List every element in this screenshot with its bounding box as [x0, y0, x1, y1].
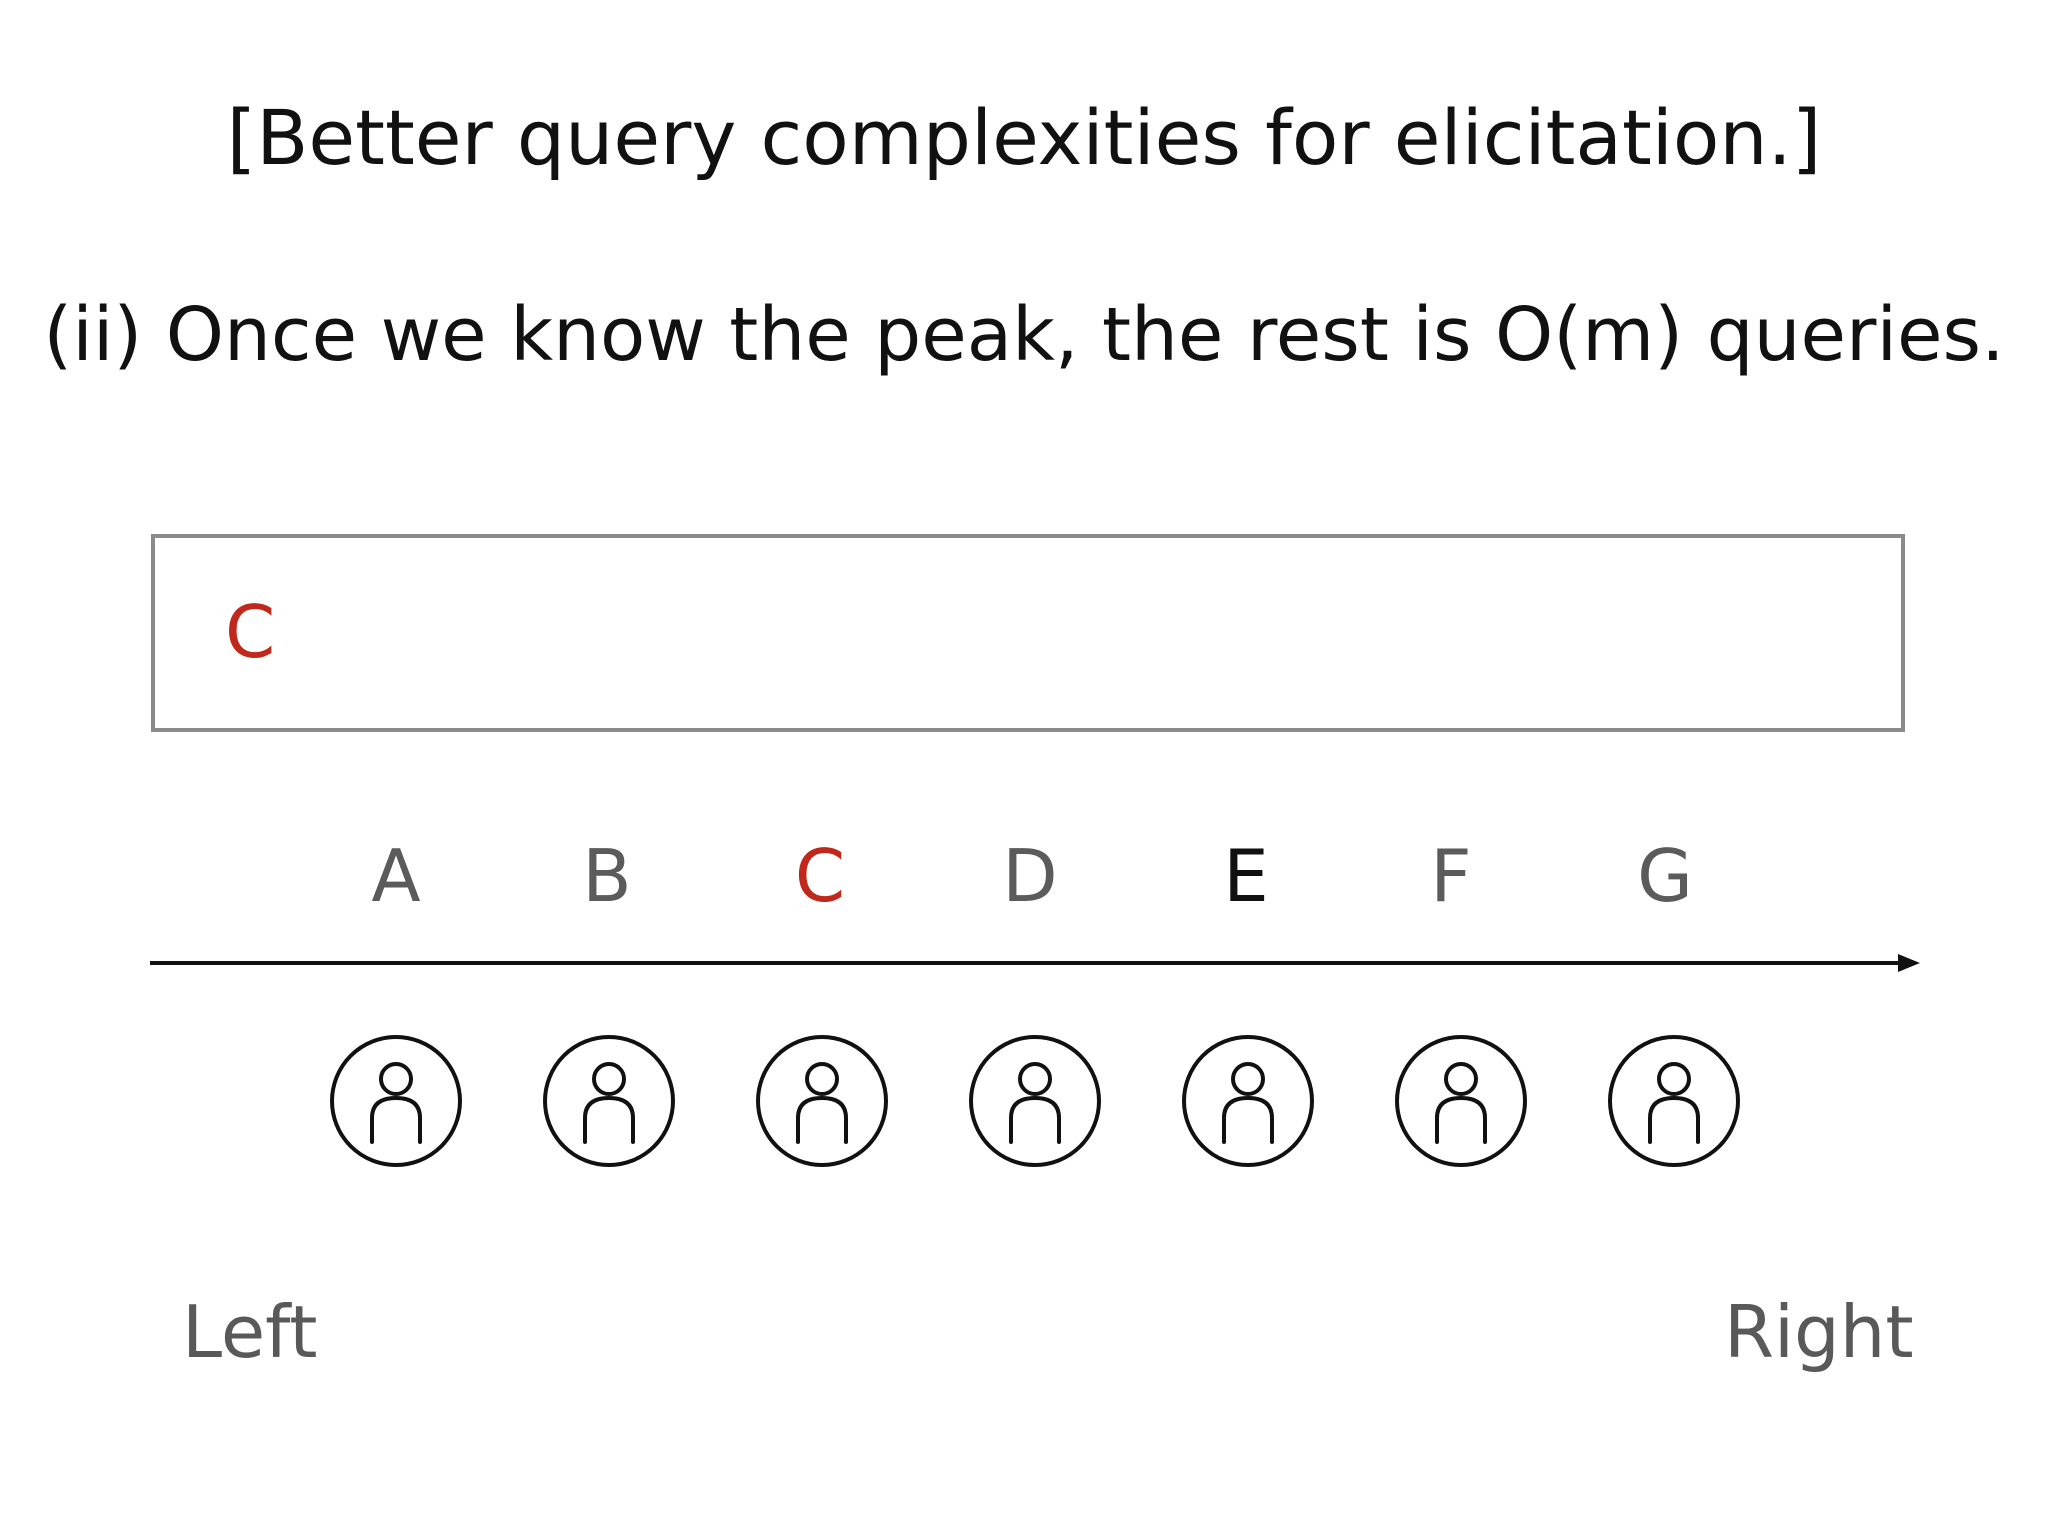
slide-title: [Better query complexities for elicitati…: [226, 93, 1822, 182]
axis-left-label: Left: [182, 1290, 318, 1374]
candidate-label-c: C: [794, 834, 846, 918]
axis-right-label: Right: [1724, 1290, 1914, 1374]
voter-person-icon: [1182, 1035, 1314, 1167]
candidate-label-g: G: [1637, 834, 1693, 918]
voter-person-icon: [1608, 1035, 1740, 1167]
candidate-label-f: F: [1430, 834, 1472, 918]
voter-person-icon: [756, 1035, 888, 1167]
candidate-label-b: B: [582, 834, 632, 918]
slide-subtitle: (ii) Once we know the peak, the rest is …: [43, 292, 2005, 378]
candidate-label-d: D: [1002, 834, 1058, 918]
voter-person-icon: [543, 1035, 675, 1167]
voter-person-icon: [1395, 1035, 1527, 1167]
candidate-label-a: A: [371, 834, 421, 918]
ranking-item-peak: C: [225, 590, 276, 674]
candidate-label-e: E: [1223, 834, 1269, 918]
voter-person-icon: [969, 1035, 1101, 1167]
voter-person-icon: [330, 1035, 462, 1167]
ranking-box: C: [151, 534, 1905, 732]
axis-arrowhead: [1898, 954, 1920, 972]
